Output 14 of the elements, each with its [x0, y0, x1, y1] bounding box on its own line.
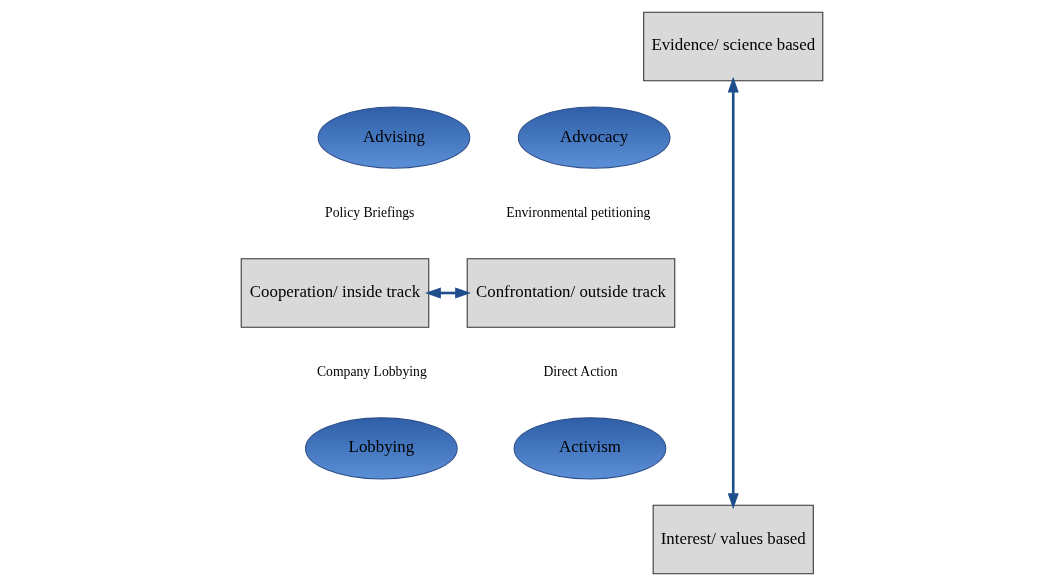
label: Direct Action	[542, 364, 618, 380]
node-box: Confrontation/ outside track	[466, 258, 675, 328]
label: Policy Briefings	[324, 205, 414, 221]
arrow	[424, 287, 471, 299]
node-ellipse: Advising	[317, 106, 470, 169]
node-ellipse: Lobbying	[304, 417, 458, 480]
node-box: Interest/ values based	[652, 504, 814, 575]
label: Environmental petitioning	[505, 205, 650, 221]
label: Company Lobbying	[316, 364, 427, 380]
node-box: Evidence/ science based	[642, 11, 823, 82]
arrow	[727, 76, 739, 510]
node-box: Cooperation/ inside track	[240, 258, 429, 328]
node-ellipse: Activism	[513, 417, 666, 480]
node-ellipse: Advocacy	[517, 106, 671, 169]
